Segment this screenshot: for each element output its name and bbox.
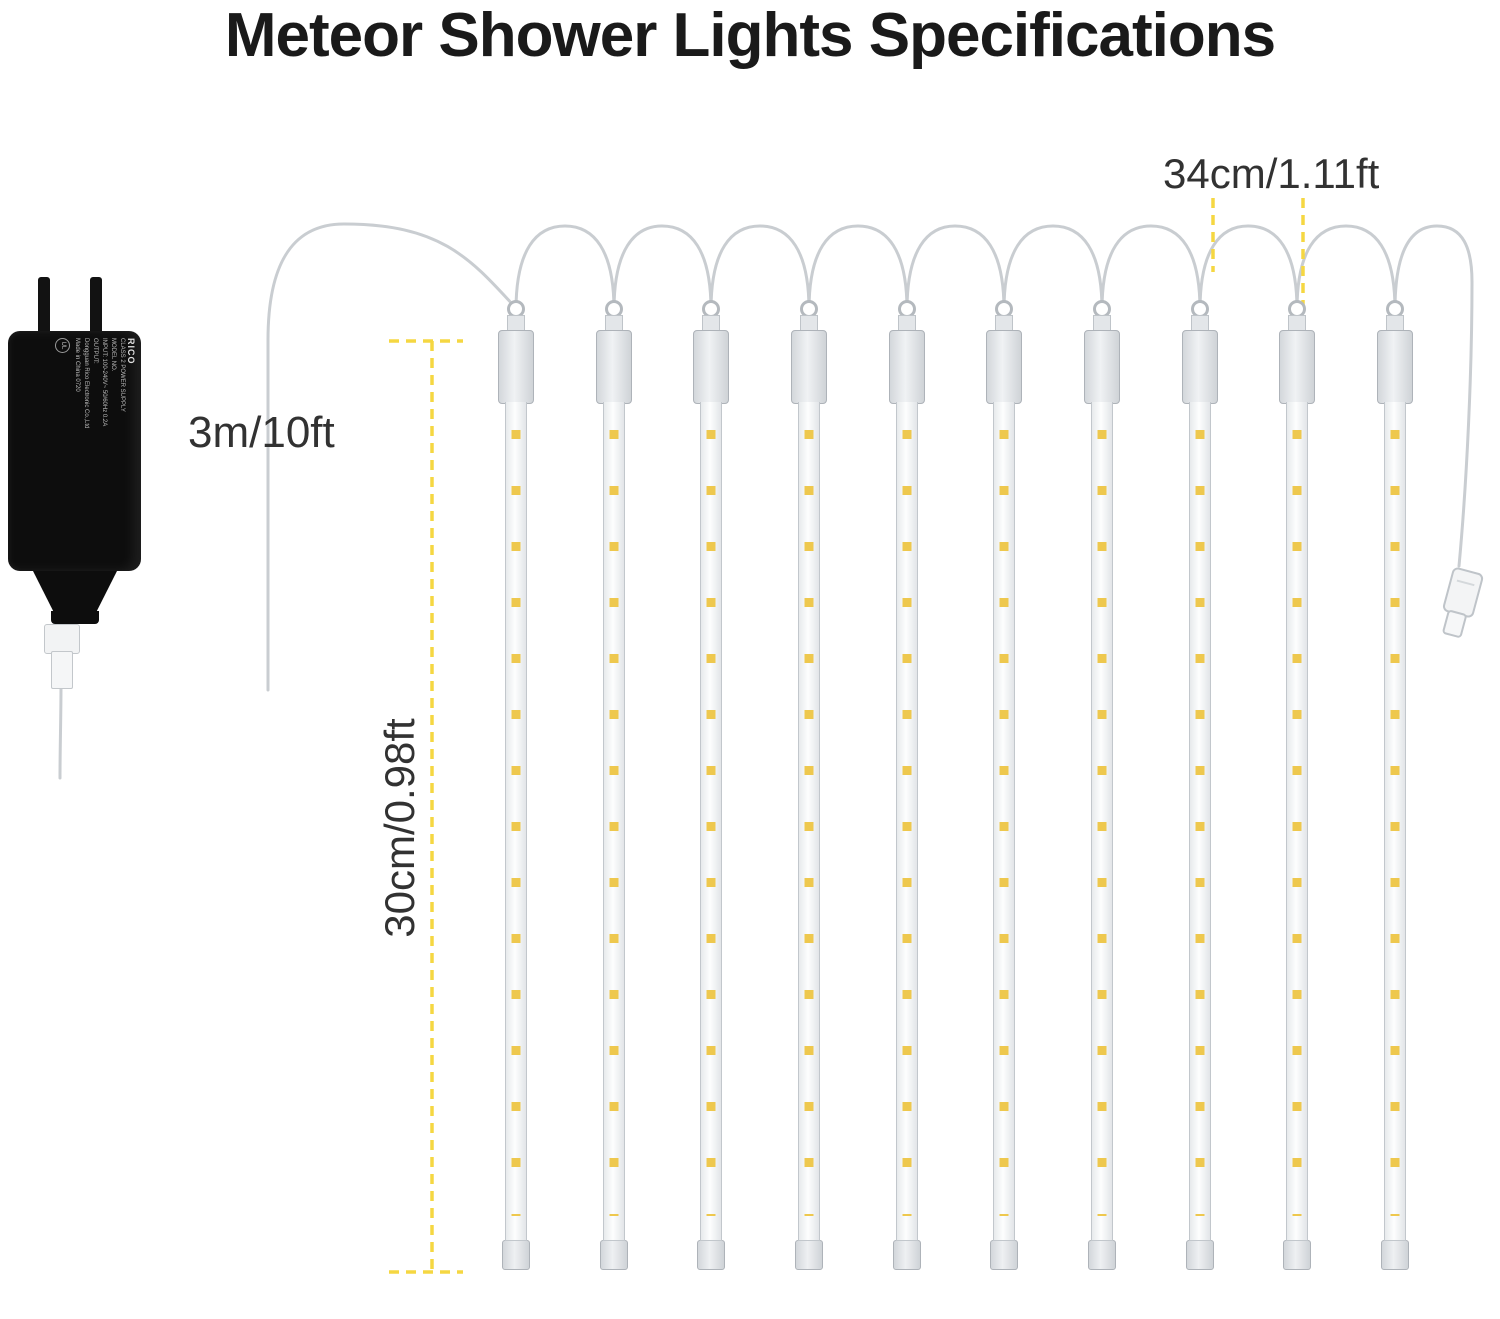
tube-cap xyxy=(1377,330,1413,404)
hanging-wire-arc xyxy=(905,224,1006,312)
tube-body xyxy=(896,402,918,1241)
adapter-text-line: CLASS 2 POWER SUPPLY xyxy=(119,338,125,412)
led-tube xyxy=(1375,300,1415,1270)
led-strip xyxy=(1097,430,1107,1216)
tube-end-cap xyxy=(990,1240,1018,1270)
led-strip xyxy=(1292,430,1302,1216)
led-tube xyxy=(887,300,927,1270)
tube-neck xyxy=(1191,315,1209,331)
led-strip xyxy=(706,430,716,1216)
tube-cap xyxy=(1279,330,1315,404)
tube-end-cap xyxy=(1381,1240,1409,1270)
tube-neck xyxy=(995,315,1013,331)
tube-cap xyxy=(1182,330,1218,404)
tube-end-cap xyxy=(1283,1240,1311,1270)
tube-neck xyxy=(1288,315,1306,331)
led-tube xyxy=(984,300,1024,1270)
adapter-strain-relief xyxy=(33,571,117,611)
adapter-cord-wire xyxy=(58,682,63,780)
tube-body xyxy=(993,402,1015,1241)
led-tube xyxy=(1180,300,1220,1270)
tube-body xyxy=(1384,402,1406,1241)
adapter-collar xyxy=(51,611,99,624)
tube-end-cap xyxy=(1088,1240,1116,1270)
tube-end-cap xyxy=(893,1240,921,1270)
adapter-text-line: MODEL NO. xyxy=(110,338,116,372)
adapter-text-line: INPUT: 100-240V~ 50/60Hz 0.2A xyxy=(101,338,107,427)
hanging-wire-arc xyxy=(514,224,616,312)
led-strip xyxy=(902,430,912,1216)
tube-end-cap xyxy=(502,1240,530,1270)
led-strip xyxy=(609,430,619,1216)
hanging-wire-arc xyxy=(1198,224,1299,312)
ul-certification-icon: UL xyxy=(55,338,70,353)
tube-neck xyxy=(702,315,720,331)
tube-end-cap xyxy=(600,1240,628,1270)
tube-end-cap xyxy=(697,1240,725,1270)
adapter-text-line: Made in China 0720 xyxy=(74,338,80,392)
tube-cap xyxy=(986,330,1022,404)
tube-body xyxy=(1189,402,1211,1241)
lead-in-wire-arc xyxy=(266,222,516,692)
led-strip xyxy=(511,430,521,1216)
power-adapter: RICO CLASS 2 POWER SUPPLY MODEL NO. INPU… xyxy=(8,277,143,697)
adapter-body: RICO CLASS 2 POWER SUPPLY MODEL NO. INPU… xyxy=(8,331,141,571)
end-connector-plug xyxy=(1442,567,1484,638)
tube-body xyxy=(603,402,625,1241)
tube-cap xyxy=(889,330,925,404)
tube-cap xyxy=(1084,330,1120,404)
hanging-wire-arc xyxy=(807,224,909,312)
tube-cap xyxy=(596,330,632,404)
tube-body xyxy=(1286,402,1308,1241)
tube-body xyxy=(505,402,527,1241)
led-tube xyxy=(496,300,536,1270)
tube-neck xyxy=(898,315,916,331)
hanging-wire-arc xyxy=(709,224,811,312)
tube-neck xyxy=(800,315,818,331)
led-strip xyxy=(1195,430,1205,1216)
led-strip xyxy=(804,430,814,1216)
plug-prong-right xyxy=(90,277,102,335)
hanging-wire-arc xyxy=(1100,224,1202,312)
tube-cap xyxy=(498,330,534,404)
tube-length-label: 30cm/0.98ft xyxy=(376,718,423,938)
adapter-output-connector-tip xyxy=(51,651,73,689)
adapter-text-line: Dongguan Rico Electronic Co.,Ltd xyxy=(83,338,89,429)
hanging-wire-arc xyxy=(612,224,713,312)
tube-cap xyxy=(791,330,827,404)
tube-end-cap xyxy=(1186,1240,1214,1270)
cord-length-label: 3m/10ft xyxy=(188,408,335,457)
tube-neck xyxy=(1093,315,1111,331)
tube-body xyxy=(798,402,820,1241)
plug-prong-left xyxy=(38,277,50,335)
tube-neck xyxy=(605,315,623,331)
led-tube xyxy=(1277,300,1317,1270)
tube-neck xyxy=(1386,315,1404,331)
tube-body xyxy=(700,402,722,1241)
led-strip xyxy=(999,430,1009,1216)
adapter-output-connector xyxy=(44,624,80,654)
adapter-text-line: OUTPUT: xyxy=(92,338,98,364)
adapter-fine-print: RICO CLASS 2 POWER SUPPLY MODEL NO. INPU… xyxy=(15,338,136,564)
tube-spacing-label: 34cm/1.11ft xyxy=(1163,150,1380,197)
led-tube xyxy=(1082,300,1122,1270)
tail-wire xyxy=(1393,224,1474,568)
hanging-wire-arc xyxy=(1002,224,1104,312)
tube-body xyxy=(1091,402,1113,1241)
tube-cap xyxy=(693,330,729,404)
tube-end-cap xyxy=(795,1240,823,1270)
tube-neck xyxy=(507,315,525,331)
page-title: Meteor Shower Lights Specifications xyxy=(224,1,1276,70)
led-tube xyxy=(691,300,731,1270)
led-tube xyxy=(789,300,829,1270)
hanging-wire-arc xyxy=(1295,224,1397,312)
led-tube xyxy=(594,300,634,1270)
adapter-brand: RICO xyxy=(126,338,136,365)
led-strip xyxy=(1390,430,1400,1216)
